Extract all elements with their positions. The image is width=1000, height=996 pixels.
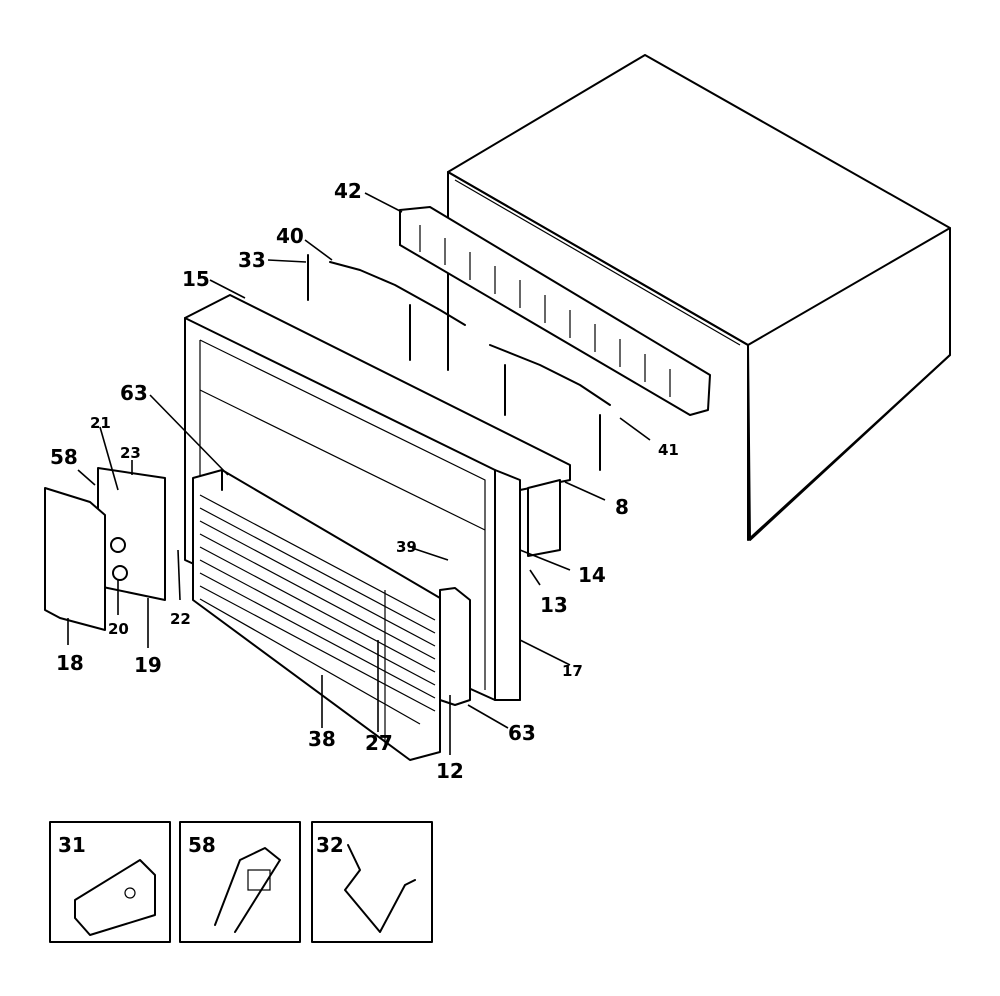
callout-39: 39 xyxy=(396,538,417,556)
callout-63-bottom: 63 xyxy=(508,721,536,745)
callout-labels: 42 40 33 15 63 21 23 58 41 8 39 14 13 22… xyxy=(50,179,679,783)
callout-18: 18 xyxy=(56,651,84,675)
air-filter xyxy=(439,587,471,706)
vertical-strips xyxy=(307,254,601,471)
callout-40: 40 xyxy=(276,224,304,248)
callout-14: 14 xyxy=(578,563,606,587)
callout-23: 23 xyxy=(120,444,141,462)
louver-rods xyxy=(329,261,611,406)
inset-32: 32 xyxy=(311,821,433,943)
inset-label-31: 31 xyxy=(58,833,86,857)
inset-label-32: 32 xyxy=(316,833,344,857)
callout-12: 12 xyxy=(436,759,464,783)
cabinet xyxy=(447,54,951,541)
callout-8: 8 xyxy=(615,495,629,519)
callout-42: 42 xyxy=(334,179,362,203)
callout-63-top: 63 xyxy=(120,381,148,405)
callout-17: 17 xyxy=(562,662,583,680)
callout-15: 15 xyxy=(182,267,210,291)
top-rail-42 xyxy=(399,206,711,416)
callout-19: 19 xyxy=(134,653,162,677)
callout-58: 58 xyxy=(50,445,78,469)
callout-41: 41 xyxy=(658,441,679,459)
control-box xyxy=(527,479,561,557)
callout-38: 38 xyxy=(308,727,336,751)
inset-58: 58 xyxy=(179,821,301,943)
callout-21: 21 xyxy=(90,414,111,432)
callout-33: 33 xyxy=(238,248,266,272)
callout-20: 20 xyxy=(108,620,129,638)
control-panel xyxy=(97,467,166,601)
callout-27: 27 xyxy=(365,731,393,755)
inset-31: 31 xyxy=(49,821,171,943)
callout-13: 13 xyxy=(540,593,568,617)
inset-label-58: 58 xyxy=(188,833,216,857)
leader-lines xyxy=(67,192,651,755)
control-cover xyxy=(44,487,106,631)
callout-22: 22 xyxy=(170,610,191,628)
